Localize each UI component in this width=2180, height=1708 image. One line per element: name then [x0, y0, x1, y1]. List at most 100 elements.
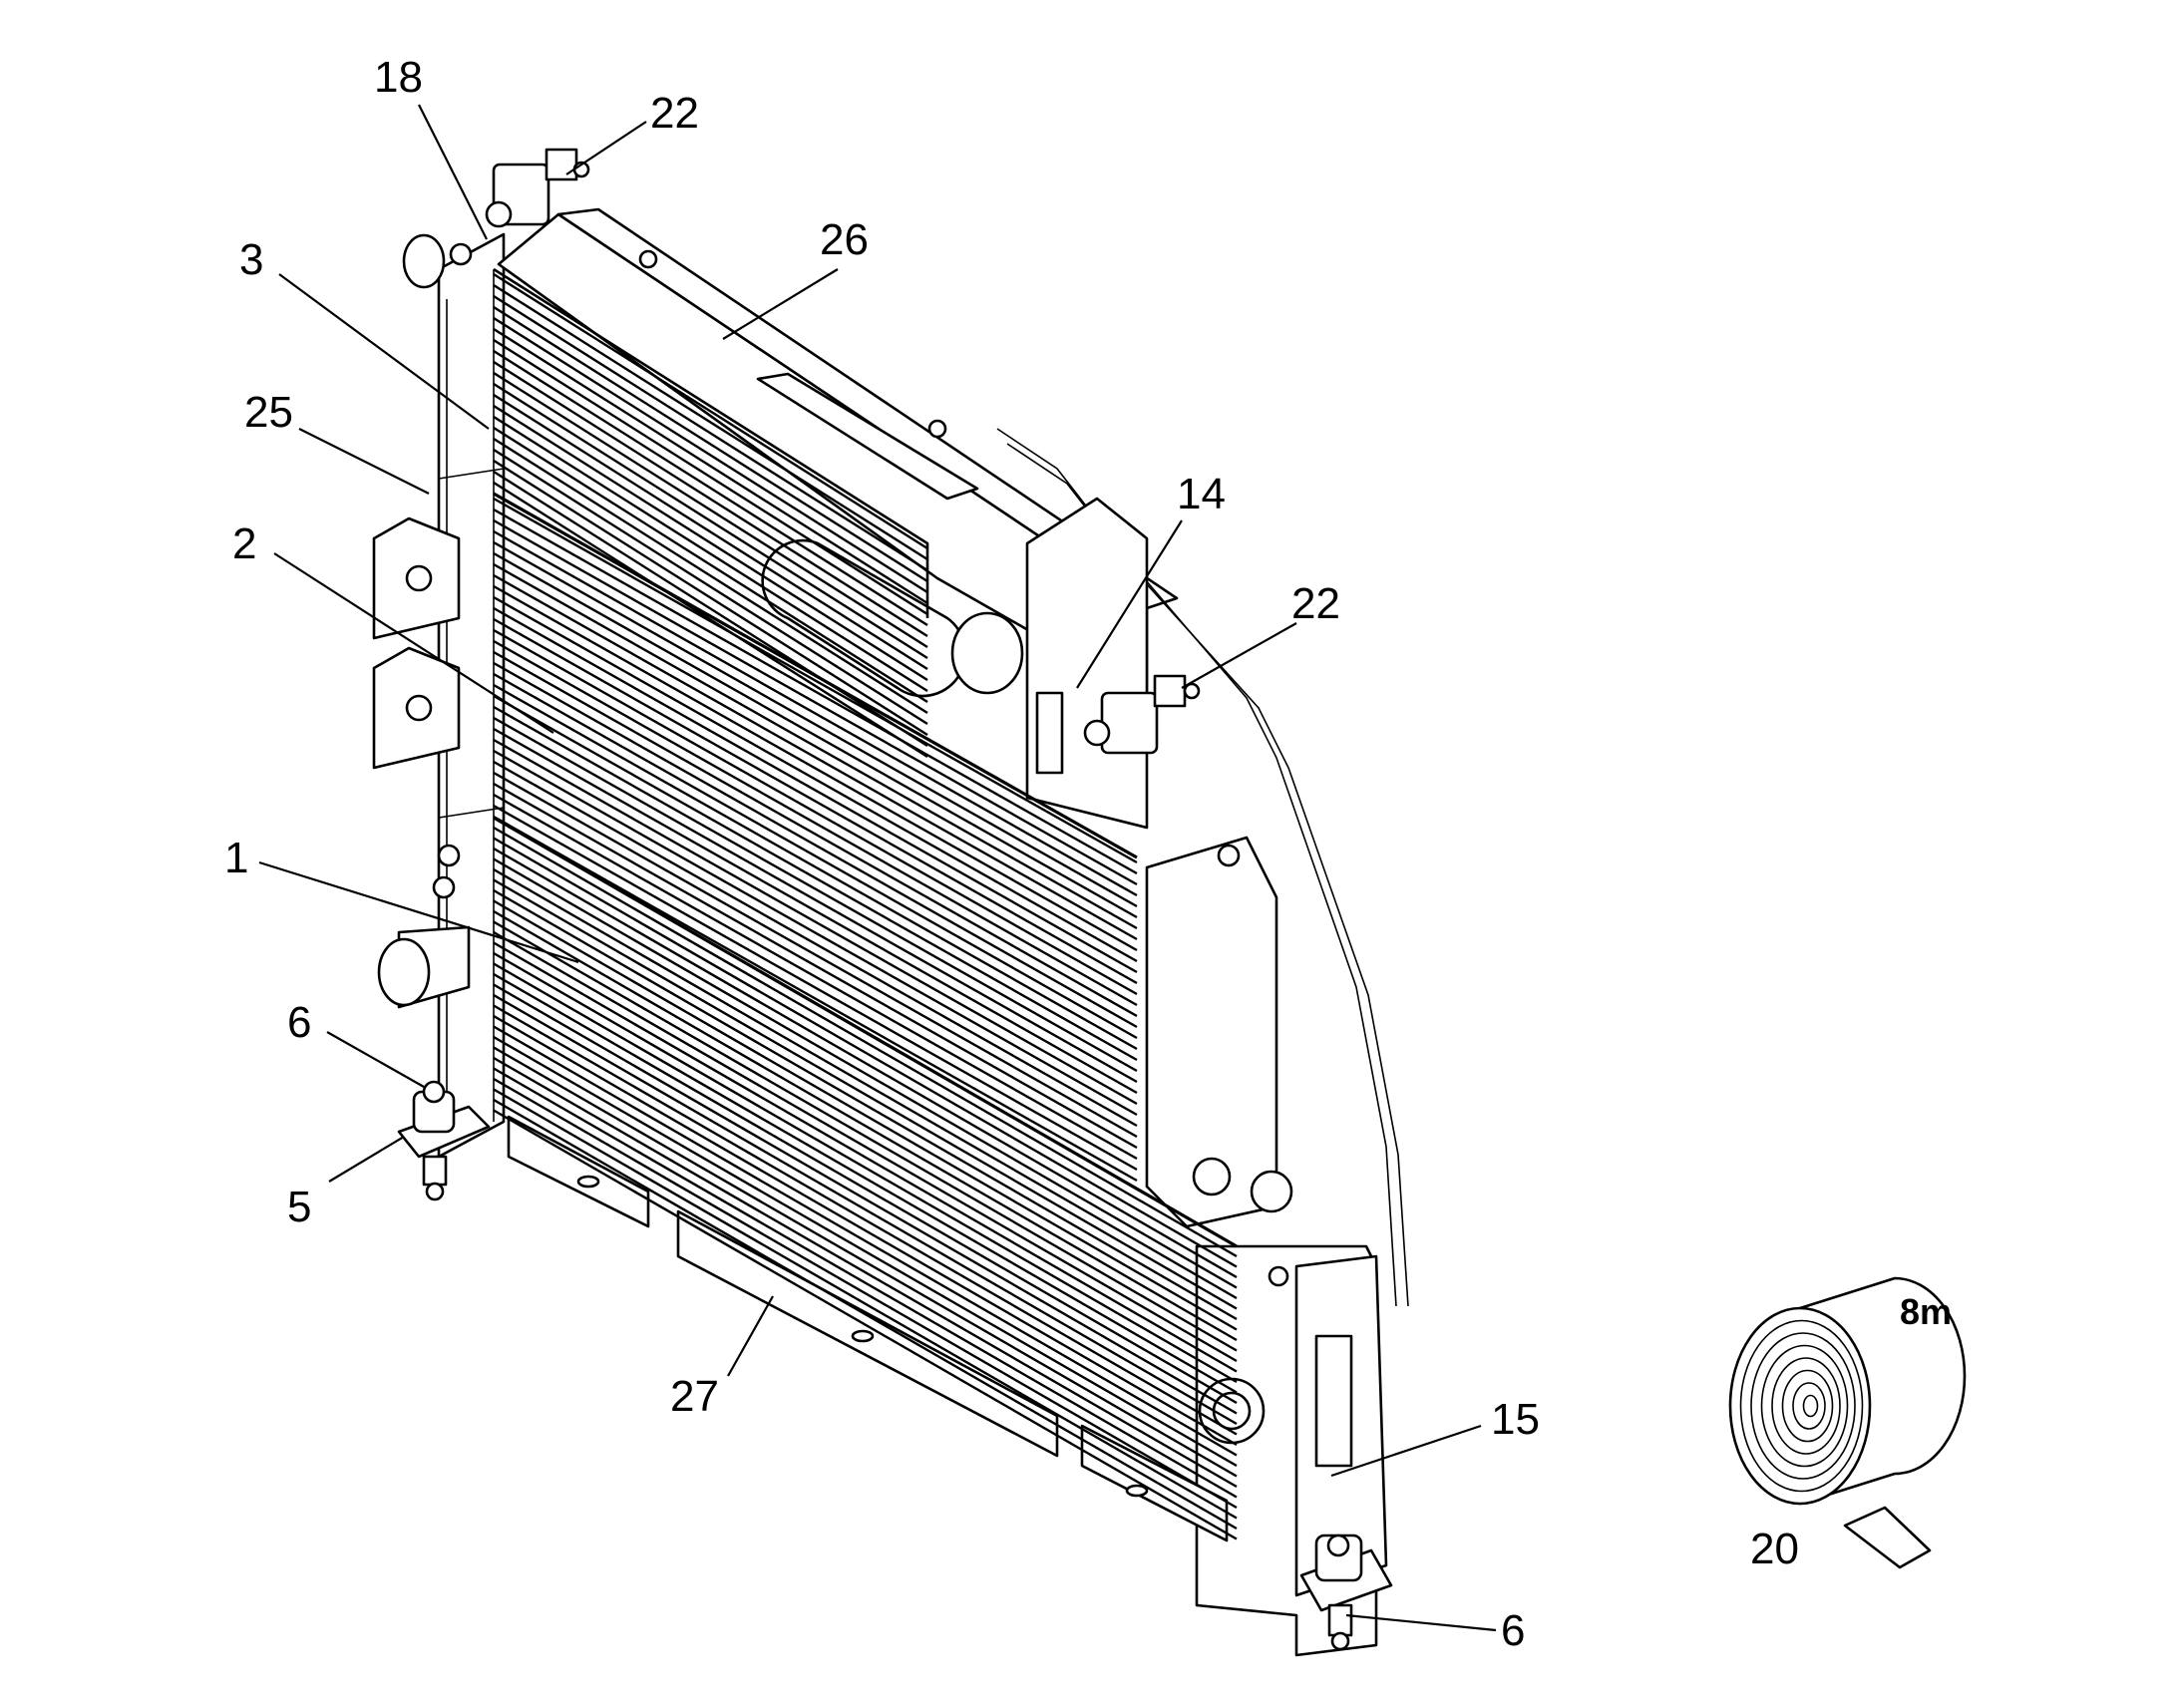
callout-1: 1 [224, 834, 248, 882]
callout-22-right: 22 [1291, 579, 1340, 628]
fin-line [493, 815, 1138, 1183]
tape-ring [1771, 1357, 1841, 1455]
fin-line [493, 920, 1238, 1352]
fin-line [493, 857, 1238, 1289]
fin-line [493, 584, 1138, 952]
fin-line [493, 749, 1138, 1117]
tape-spiral [1739, 1319, 1864, 1493]
fin-line [493, 437, 928, 715]
fin-line [493, 338, 928, 616]
fin-line [493, 382, 928, 660]
fin-line [493, 951, 1238, 1384]
core-outline [493, 267, 1238, 1248]
fin-line [493, 606, 1138, 974]
fin-line [493, 847, 1238, 1279]
bottom-mount-6 [1299, 1534, 1393, 1651]
callout-18: 18 [374, 53, 423, 102]
callout-5: 5 [287, 1183, 311, 1231]
radiator-core-fins [493, 272, 1238, 1540]
right-fitting-22 [1083, 674, 1201, 755]
fin-line [493, 639, 1138, 1007]
fin-line [493, 415, 928, 693]
callout-26: 26 [820, 215, 869, 264]
fin-line [493, 771, 1138, 1139]
fin-line [493, 595, 1138, 963]
fin-line [493, 716, 1138, 1084]
fin-line [493, 448, 928, 726]
fin-line [493, 573, 1138, 941]
fin-line [493, 518, 1138, 886]
fin-line [493, 305, 928, 583]
fin-line [493, 909, 1238, 1342]
fin-line [493, 1098, 1238, 1531]
fin-line [493, 1046, 1238, 1478]
tape-length-label: 8m [1900, 1291, 1952, 1332]
fin-line [493, 1056, 1238, 1489]
fin-line [493, 1109, 1238, 1540]
module-connectors [1192, 844, 1293, 1287]
tape-ring [1802, 1394, 1819, 1418]
tape-ring [1792, 1382, 1826, 1430]
fin-line [493, 404, 928, 682]
fin-line [493, 727, 1138, 1095]
fin-line [493, 672, 1138, 1040]
callout-6-left: 6 [287, 998, 311, 1047]
fin-line [493, 941, 1238, 1373]
fin-line [493, 878, 1238, 1310]
right-upper-module [1025, 497, 1149, 830]
fin-line [493, 1014, 1238, 1447]
fin-line [493, 1004, 1238, 1436]
left-mount-6 [397, 1080, 491, 1201]
fin-line [493, 1088, 1238, 1520]
fin-line [493, 426, 928, 704]
fin-line [493, 360, 928, 638]
fin-line [493, 628, 1138, 996]
fin-line [493, 562, 1138, 930]
fin-line [493, 705, 1138, 1073]
fin-line [493, 888, 1238, 1321]
fin-line [493, 529, 1138, 897]
fin-line [493, 983, 1238, 1415]
callout-6-bottom: 6 [1501, 1606, 1525, 1655]
fin-line [493, 316, 928, 594]
leader-lines [258, 104, 1497, 1632]
fin-line [493, 804, 1138, 1172]
fin-line [493, 826, 1238, 1258]
fin-line [493, 683, 1138, 1051]
fin-line [493, 272, 928, 550]
fin-line [493, 1067, 1238, 1499]
fin-line [493, 738, 1138, 1106]
tape-ring [1750, 1332, 1856, 1480]
fin-line [493, 393, 928, 671]
fin-line [493, 694, 1138, 1062]
fin-line [493, 962, 1238, 1394]
callout-labels: 18 22 26 3 25 2 14 22 1 6 5 27 15 6 20 8… [224, 53, 1952, 1655]
left-frame-brackets [372, 516, 461, 770]
fin-line [493, 540, 1138, 908]
fin-line [493, 867, 1238, 1300]
callout-27: 27 [670, 1372, 719, 1421]
fin-line [493, 349, 928, 627]
fin-line [493, 972, 1238, 1405]
fin-line [493, 327, 928, 605]
tape-ring [1760, 1344, 1849, 1468]
fin-line [493, 837, 1238, 1268]
fin-line [493, 1077, 1238, 1510]
fin-line [493, 661, 1138, 1029]
fin-line [493, 793, 1138, 1161]
fin-line [493, 470, 928, 748]
fin-line [493, 782, 1138, 1150]
tape-ring [1781, 1369, 1834, 1443]
callout-15: 15 [1491, 1395, 1540, 1444]
fin-line [493, 459, 928, 737]
tape-roll-icon [1728, 1276, 1967, 1569]
fin-line [493, 899, 1238, 1331]
fin-line [493, 371, 928, 649]
fin-line [493, 481, 928, 759]
callout-2: 2 [232, 519, 256, 568]
fin-line [493, 551, 1138, 919]
callout-25: 25 [244, 388, 293, 437]
fin-line [493, 930, 1238, 1363]
fin-line [493, 283, 928, 561]
